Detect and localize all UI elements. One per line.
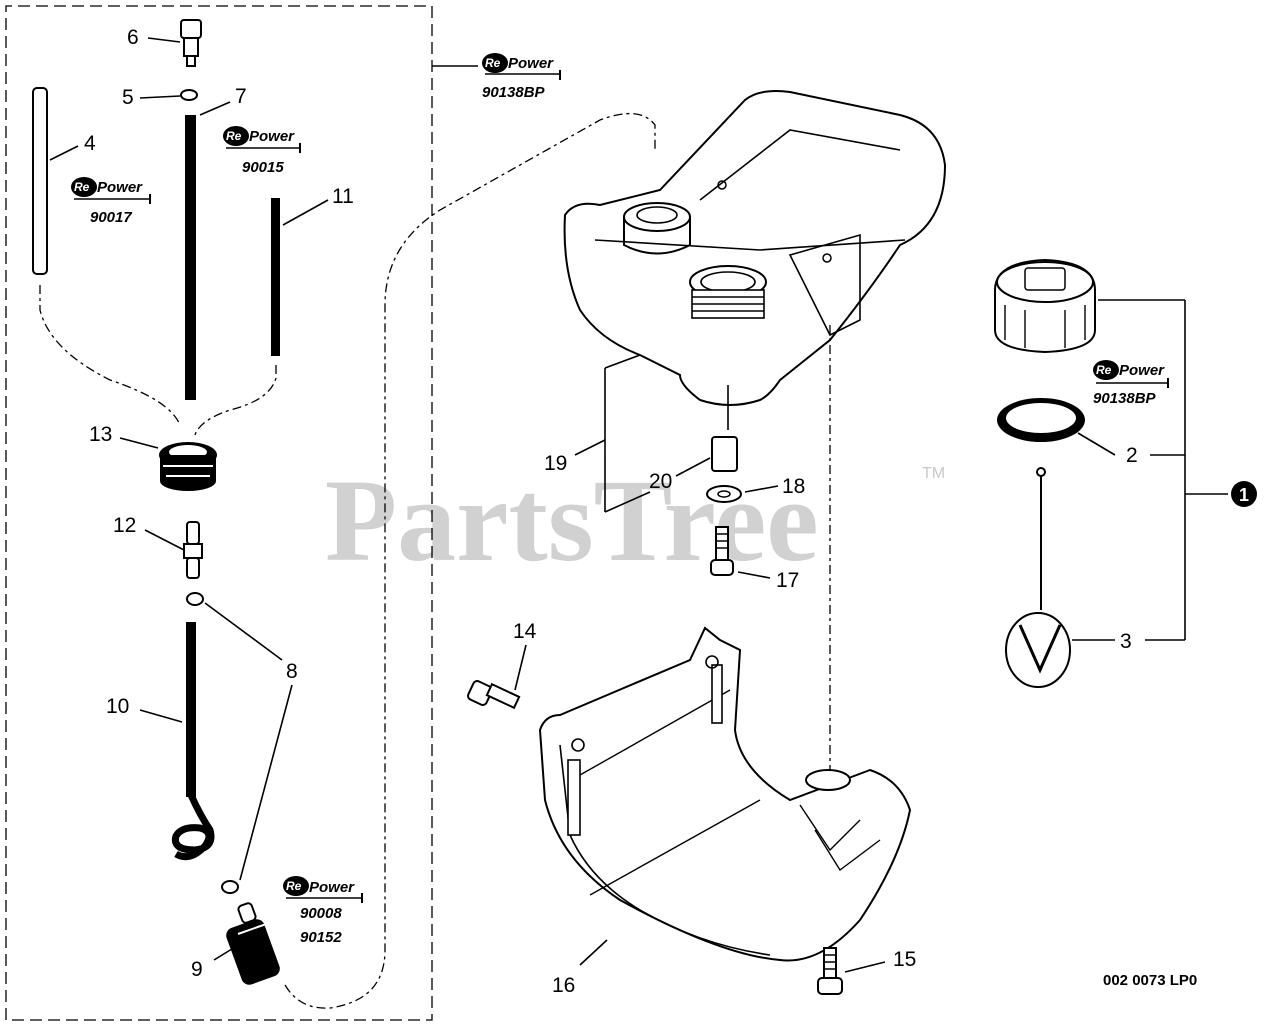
callout-5: 5 bbox=[122, 86, 134, 109]
callout-3: 3 bbox=[1120, 630, 1132, 653]
svg-text:Power: Power bbox=[249, 128, 295, 145]
leader-4 bbox=[49, 145, 79, 161]
part-4-tube bbox=[32, 87, 48, 275]
repower-badge-4: Re Power bbox=[71, 177, 151, 204]
leader-14 bbox=[514, 644, 527, 691]
leader-19 bbox=[574, 368, 606, 512]
part-number-4: 90017 bbox=[90, 209, 132, 226]
leader-13 bbox=[119, 437, 159, 449]
part-number-7: 90015 bbox=[242, 159, 284, 176]
part-10-pickup-line bbox=[171, 622, 215, 861]
leader-7 bbox=[199, 101, 231, 116]
callout-1-badge bbox=[1231, 481, 1257, 507]
callout-1: 1 bbox=[1239, 485, 1249, 505]
svg-text:Power: Power bbox=[309, 879, 355, 896]
guide-11-to-13 bbox=[194, 365, 277, 436]
callout-8: 8 bbox=[286, 660, 298, 683]
callout-14: 14 bbox=[513, 620, 537, 643]
svg-text:Power: Power bbox=[508, 55, 554, 72]
leader-12 bbox=[144, 529, 185, 551]
svg-text:Re: Re bbox=[1096, 363, 1112, 377]
part-16-tank-holder bbox=[538, 626, 912, 962]
guide-filter-to-tank bbox=[284, 113, 656, 1009]
watermark-text: PartsTree bbox=[325, 455, 819, 586]
leader-16 bbox=[579, 939, 608, 966]
callout-20: 20 bbox=[649, 470, 672, 493]
leader-9 bbox=[213, 943, 241, 961]
part-number-kit: 90138BP bbox=[482, 84, 546, 101]
callout-17: 17 bbox=[776, 569, 799, 592]
leader-11 bbox=[282, 199, 329, 226]
callout-15: 15 bbox=[893, 948, 916, 971]
svg-text:Re: Re bbox=[485, 56, 501, 70]
guide-4-to-13 bbox=[39, 285, 181, 426]
part-8-oring-lower bbox=[221, 880, 239, 894]
leader-2 bbox=[1077, 432, 1116, 456]
repower-badge-kit: Re Power bbox=[482, 53, 561, 80]
callout-19: 19 bbox=[544, 452, 567, 475]
repower-badge-7: Re Power bbox=[223, 126, 301, 153]
callout-7: 7 bbox=[235, 85, 247, 108]
part-7-fuel-line bbox=[185, 115, 196, 400]
part-13-grommet bbox=[159, 442, 217, 491]
part-number-cap: 90138BP bbox=[1093, 390, 1157, 407]
part-15-screw bbox=[817, 947, 843, 995]
callout-16: 16 bbox=[552, 974, 575, 997]
part-20-bushing bbox=[711, 436, 738, 472]
part-12-connector bbox=[183, 521, 203, 579]
part-5-oring bbox=[180, 89, 198, 101]
leader-5 bbox=[139, 95, 181, 99]
part-6-fitting bbox=[180, 19, 202, 67]
callout-10: 10 bbox=[106, 695, 129, 718]
callout-18: 18 bbox=[782, 475, 805, 498]
callout-2: 2 bbox=[1126, 444, 1138, 467]
callout-4: 4 bbox=[84, 132, 96, 155]
repower-badge-cap: Re Power bbox=[1093, 360, 1169, 388]
svg-text:Power: Power bbox=[1119, 362, 1165, 379]
svg-text:Re: Re bbox=[74, 180, 90, 194]
part-3-tether bbox=[1005, 467, 1071, 688]
leader-20 bbox=[675, 457, 711, 477]
part-19-fuel-tank bbox=[563, 90, 947, 406]
leader-8-upper bbox=[204, 602, 283, 661]
callout-11: 11 bbox=[332, 185, 354, 208]
callout-9: 9 bbox=[191, 958, 203, 981]
svg-text:Re: Re bbox=[286, 879, 302, 893]
leader-6 bbox=[147, 37, 181, 43]
callout-6: 6 bbox=[127, 26, 139, 49]
part-2-gasket bbox=[997, 398, 1085, 442]
part-cap bbox=[994, 258, 1096, 354]
kit-boundary bbox=[5, 5, 433, 1021]
leader-15 bbox=[844, 961, 886, 973]
callout-13: 13 bbox=[89, 423, 112, 446]
callout-12: 12 bbox=[113, 514, 136, 537]
part-9-fuel-filter bbox=[226, 902, 280, 985]
leader-20-base bbox=[604, 491, 651, 513]
part-8-oring-upper bbox=[186, 592, 204, 606]
watermark-tm: TM bbox=[922, 465, 945, 482]
part-number-9b: 90152 bbox=[300, 929, 342, 946]
part-17-screw bbox=[710, 526, 734, 576]
repower-badge-9: Re Power bbox=[283, 876, 363, 903]
part-11-fuel-line bbox=[271, 198, 280, 356]
svg-text:Re: Re bbox=[226, 129, 242, 143]
svg-text:Power: Power bbox=[97, 179, 143, 196]
part-14-bolt bbox=[467, 680, 521, 710]
leader-10 bbox=[139, 709, 183, 723]
leader-8-lower bbox=[239, 684, 293, 881]
leader-17 bbox=[737, 571, 771, 579]
drawing-code: 002 0073 LP0 bbox=[1103, 972, 1197, 989]
leader-19-top bbox=[604, 354, 641, 369]
leader-18 bbox=[744, 485, 779, 493]
part-number-9a: 90008 bbox=[300, 905, 342, 922]
